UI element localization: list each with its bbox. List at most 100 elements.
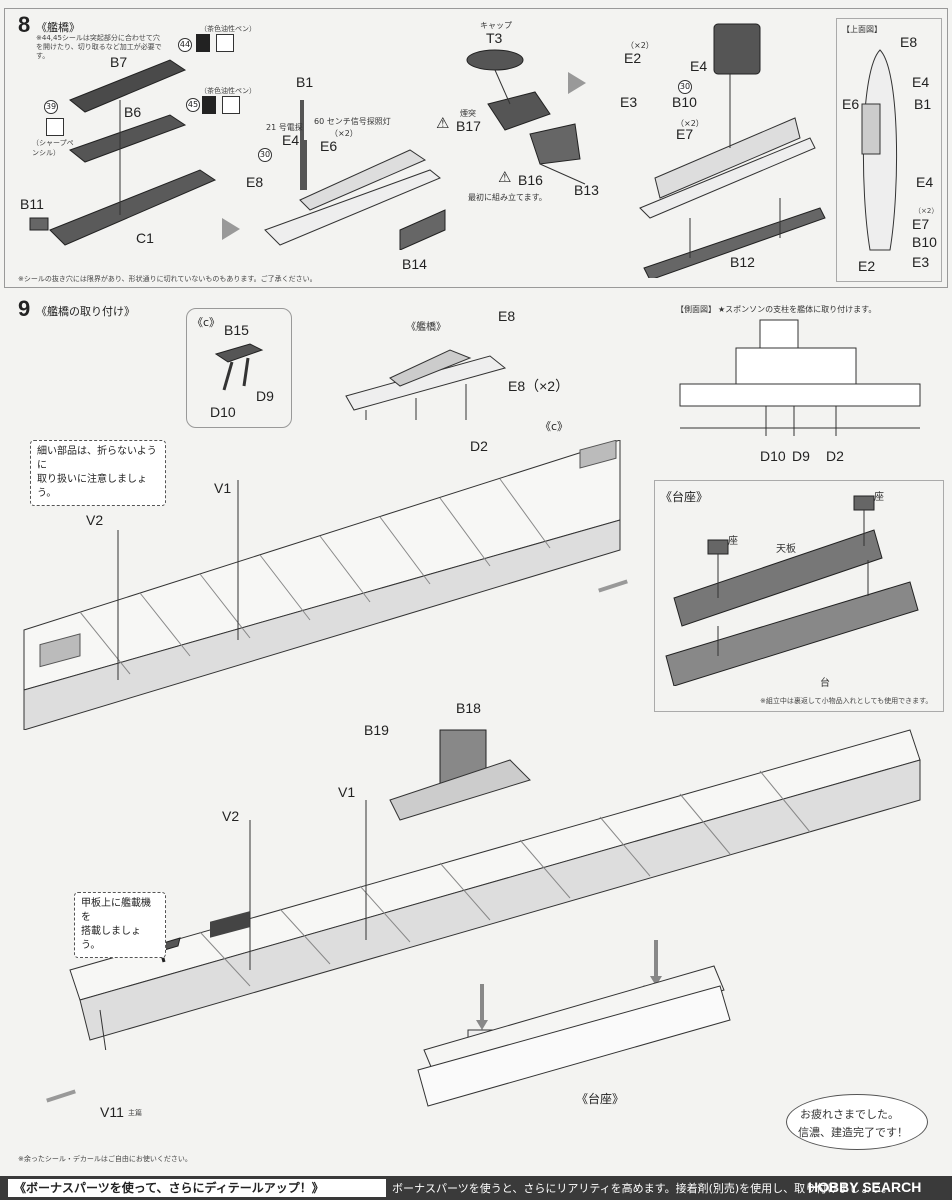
c-mark: 《c》 (540, 420, 569, 433)
bridge-install-diagram (345, 349, 507, 420)
hobby-search-watermark: HOBBY SEARCH (808, 1179, 922, 1195)
label-e8: E8 (246, 174, 264, 190)
brown-pen-icon (196, 34, 210, 52)
sharp-pen-note: （シャープペンシル） (32, 139, 74, 157)
label-c1: C1 (136, 230, 154, 246)
label-b11: B11 (20, 196, 44, 212)
seat-label-2: 座 (874, 492, 884, 503)
stand-note: ※組立中は裏返して小物品入れとしても使用できます。 (760, 697, 933, 705)
top-board-label: 天板 (776, 544, 796, 555)
caution-line-1: 細い部品は、折らないように (37, 446, 157, 471)
completion-line-2: 信濃、建造完了です！ (798, 1126, 908, 1139)
bonus-text: ボーナスパーツを使うと、さらにリアリティを高めます。接着剤(別売)を使用し、取り… (392, 1182, 893, 1195)
label-e8-9: E8 (498, 308, 516, 324)
label-b14: B14 (402, 256, 427, 272)
tv-b10: B10 (912, 234, 937, 250)
tv-e3: E3 (912, 254, 930, 270)
label-d2: D2 (470, 438, 488, 454)
side-view-title: 【側面図】 (676, 305, 716, 314)
aircraft-note-2: 搭載しましょう。 (81, 926, 141, 951)
side-label-d9: D9 (792, 448, 810, 464)
bonus-title: 《ボーナスパーツを使って、さらにディテールアップ！》 (8, 1179, 386, 1197)
step8-frame (4, 8, 948, 288)
bridge-parts-diagram (29, 59, 217, 246)
first-assemble-note: 最初に組み立てます。 (468, 193, 547, 202)
part-b14-shape (399, 209, 446, 250)
label-e4: E4 (282, 132, 300, 148)
arrow-right-icon (222, 218, 240, 240)
step8-number: 8 (18, 12, 31, 37)
label-v11: V11 (100, 1104, 124, 1120)
side-view-diagram (679, 319, 921, 436)
tv-e8: E8 (900, 34, 918, 50)
funnel-shape (713, 23, 761, 75)
pen-draw-icon-2 (222, 96, 240, 114)
label-b7: B7 (110, 54, 128, 70)
tv-x2: （×2） (914, 207, 939, 215)
carrier-diagram-2 (69, 729, 921, 1050)
label-e2: E2 (624, 50, 642, 66)
label-b18: B18 (456, 700, 481, 716)
x2-b: （×2） (626, 41, 654, 50)
completion-bubble (786, 1094, 928, 1150)
part-t3-shape (466, 49, 524, 71)
seal-30-marker-2: 30 (678, 80, 692, 94)
part-b15-shape (214, 343, 264, 363)
carrier-diagram-1 (23, 440, 621, 730)
inset-c-diagram (214, 343, 264, 391)
elevator-2 (579, 440, 617, 469)
tv-e4a: E4 (912, 74, 930, 90)
part-b6-shape (68, 114, 187, 163)
bridge-label: 《艦橋》 (406, 322, 446, 333)
seal-note: ※44,45シールは突起部分に合わせて穴を開けたり、切り取るなど加工が必要です。 (36, 34, 162, 60)
seat-2 (853, 495, 875, 511)
warning-icon-2: ⚠ (498, 168, 512, 186)
part-b7-shape (69, 59, 187, 113)
label-b1: B1 (296, 74, 314, 90)
tv-e7: E7 (912, 216, 930, 232)
pen-note-2: （茶色油性ペン） (200, 87, 256, 95)
aircraft-note-1: 甲板上に艦載機を (81, 898, 151, 923)
cap-label: キャップ (480, 21, 512, 30)
pen-note-1: （茶色油性ペン） (200, 25, 256, 33)
step8-section: 8 《艦橋》 ※44,45シールは突起部分に合わせて穴を開けたり、切り取るなど加… (0, 0, 952, 288)
tv-e4b: E4 (916, 174, 934, 190)
stand2-diagram (417, 940, 731, 1107)
label-v1-b: V1 (338, 784, 356, 800)
label-b6: B6 (124, 104, 142, 120)
seat-1 (707, 539, 729, 555)
step9-number: 9 (18, 296, 31, 321)
x2-c: （×2） (676, 119, 704, 128)
label-v2-b: V2 (222, 808, 240, 824)
label-b19: B19 (364, 722, 389, 738)
step9-title: 《艦橋の取り付け》 (36, 305, 135, 318)
label-e4-b: E4 (690, 58, 708, 74)
seal-44-marker: 44 (178, 38, 192, 52)
caution-note: 細い部品は、折らないように 取り扱いに注意しましょう。 (30, 440, 166, 506)
label-b16: B16 (518, 172, 543, 188)
part-b17-shape (487, 91, 551, 131)
pencil-icon (46, 118, 64, 136)
label-e8x2: E8（×2） (508, 378, 570, 394)
side-funnel (759, 319, 799, 351)
top-board (673, 529, 883, 627)
x2-a: （×2） (330, 129, 358, 138)
inset-c-title: 《c》 (192, 316, 221, 329)
island (389, 759, 531, 821)
label-v1: V1 (214, 480, 232, 496)
base-label: 台 (820, 678, 830, 689)
bridge-assembled-diagram (264, 100, 446, 250)
tv-e6: E6 (842, 96, 860, 112)
tv-e2: E2 (858, 258, 876, 274)
deck-grill (210, 911, 250, 938)
bonus-bar: 《ボーナスパーツを使って、さらにディテールアップ！》 ボーナスパーツを使うと、さ… (0, 1176, 952, 1200)
step9-footnote: ※余ったシール・デカールはご自由にお使いください。 (18, 1155, 192, 1163)
side-label-d10: D10 (760, 448, 786, 464)
elevator-1 (39, 633, 81, 668)
main-mast-label: 主篇 (128, 1109, 142, 1117)
stand2-title: 《台座》 (576, 1092, 625, 1106)
part-b16-shape (529, 123, 581, 165)
seal-39-marker: 39 (44, 100, 58, 114)
bridge-final-diagram (639, 23, 826, 278)
label-e7: E7 (676, 126, 694, 142)
